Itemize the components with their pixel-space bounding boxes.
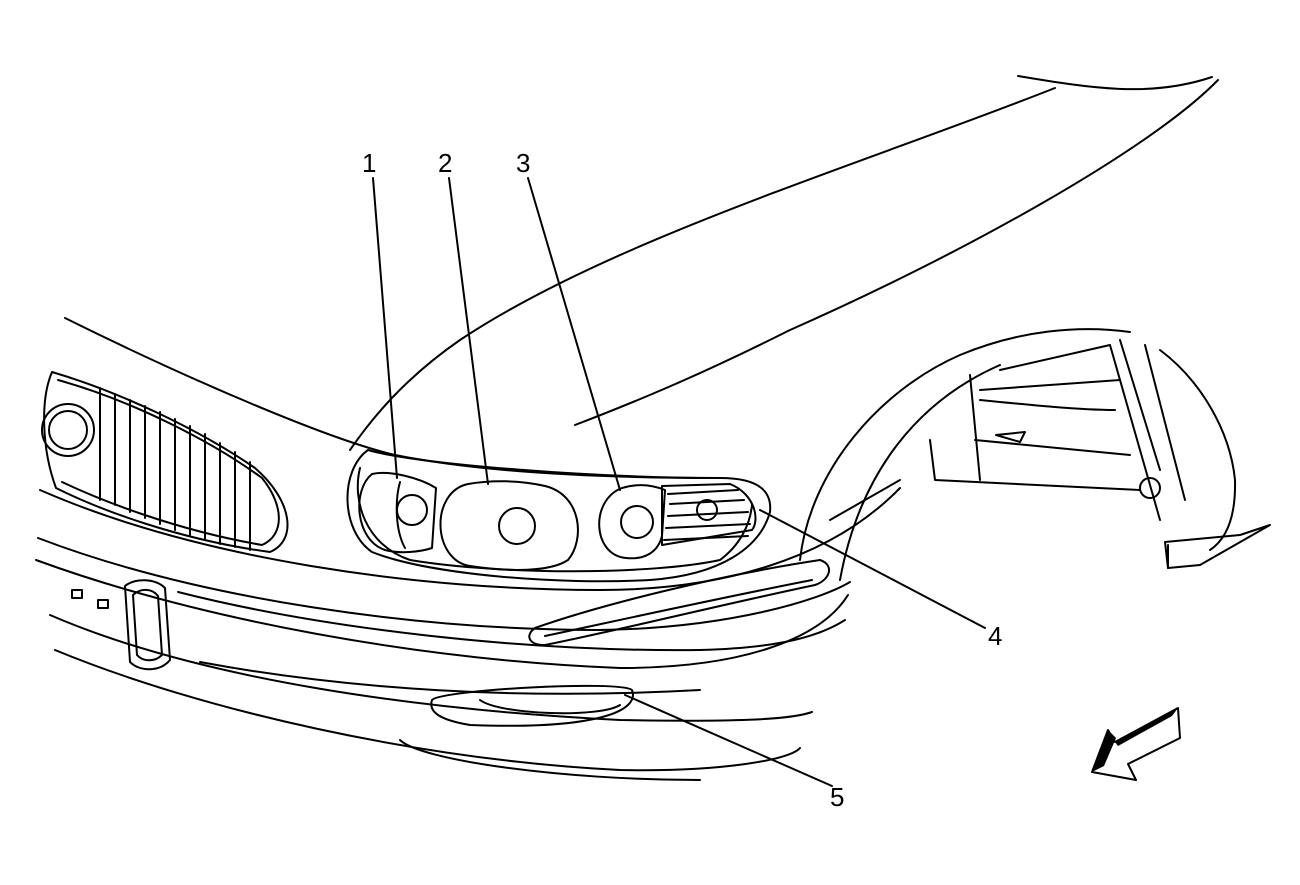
- leader-2: [448, 177, 489, 485]
- callout-5: 5: [830, 782, 844, 812]
- callout-2: 2: [438, 148, 452, 178]
- fender-wheel-well: [799, 328, 1271, 581]
- callout-1: 1: [362, 148, 376, 178]
- leader-1: [372, 177, 398, 479]
- callout-4: 4: [988, 621, 1002, 651]
- hood-outline: [64, 75, 1219, 479]
- callout-leaders: [372, 177, 986, 787]
- front-bumper: [35, 487, 901, 781]
- grille: [41, 371, 289, 553]
- headlamp-assembly: [346, 449, 772, 583]
- leader-3: [527, 177, 621, 491]
- leader-4: [759, 509, 986, 629]
- leader-5: [624, 694, 833, 787]
- front-arrow-icon: [1091, 707, 1181, 781]
- callout-3: 3: [516, 148, 530, 178]
